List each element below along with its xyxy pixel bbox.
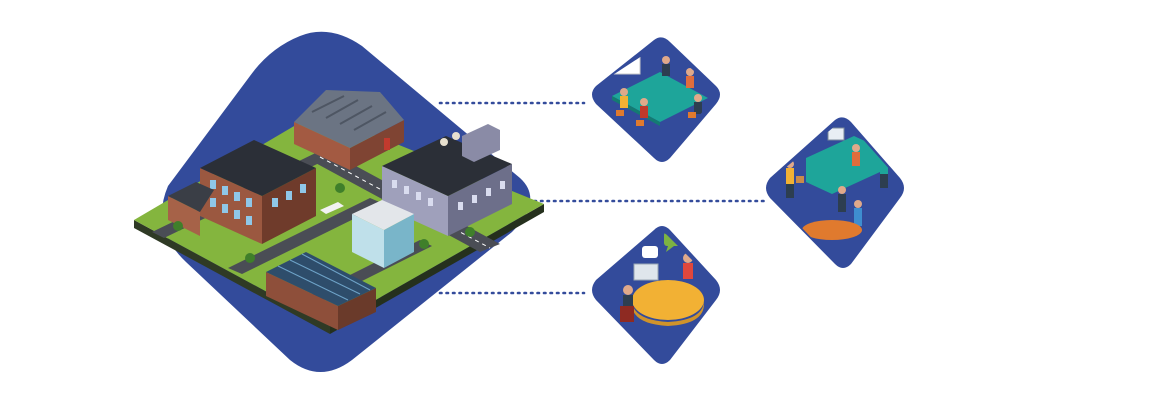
chimney-cap-2 xyxy=(452,132,460,140)
warehouse-roof-ridges xyxy=(311,95,387,131)
factory-solar-lines xyxy=(277,253,371,301)
road-lower xyxy=(228,198,384,274)
warehouse-door xyxy=(384,138,390,150)
warehouse-wall-side xyxy=(350,120,404,170)
meeting-team-node xyxy=(592,37,720,162)
front-desk xyxy=(802,220,862,240)
board-bar-chart-icon xyxy=(604,52,617,68)
delivery-truck xyxy=(320,202,344,214)
meeting-chairs xyxy=(616,110,696,126)
glass-office-side xyxy=(384,214,414,268)
trees xyxy=(173,183,475,263)
laptop-icon xyxy=(633,263,659,281)
reception-desk-node xyxy=(766,117,904,268)
small-brick-wing-roof xyxy=(168,182,214,212)
glass-office-front xyxy=(352,214,384,268)
office-tower-penthouse xyxy=(462,124,500,162)
meeting-people xyxy=(620,56,702,118)
brick-building-roof xyxy=(200,140,316,196)
connector-lines xyxy=(438,101,768,295)
consultation-node xyxy=(592,226,720,364)
round-table xyxy=(632,280,704,320)
factory-front xyxy=(266,272,338,330)
campus-block xyxy=(134,90,544,334)
warehouse-wall-front xyxy=(294,122,350,170)
ground-slab-side-right xyxy=(330,204,544,334)
brick-building-windows xyxy=(210,180,306,225)
small-brick-wing xyxy=(168,196,200,236)
factory-roof xyxy=(266,252,376,306)
office-tower-front xyxy=(382,166,448,236)
gear-icon xyxy=(620,42,638,54)
ground-slab-side-left xyxy=(134,220,330,334)
chimney-cap-1 xyxy=(440,138,448,146)
round-table-edge xyxy=(632,300,704,326)
presentation-board xyxy=(597,42,641,75)
monitor-icon xyxy=(827,127,845,141)
office-tower-side xyxy=(448,164,512,236)
glass-office-roof xyxy=(352,200,414,230)
parcel-box xyxy=(796,176,804,183)
consultation-chair xyxy=(620,306,634,322)
office-tower-windows xyxy=(392,180,505,210)
reception-counter xyxy=(806,136,880,194)
factory-side xyxy=(338,288,376,330)
meeting-table xyxy=(612,72,708,122)
